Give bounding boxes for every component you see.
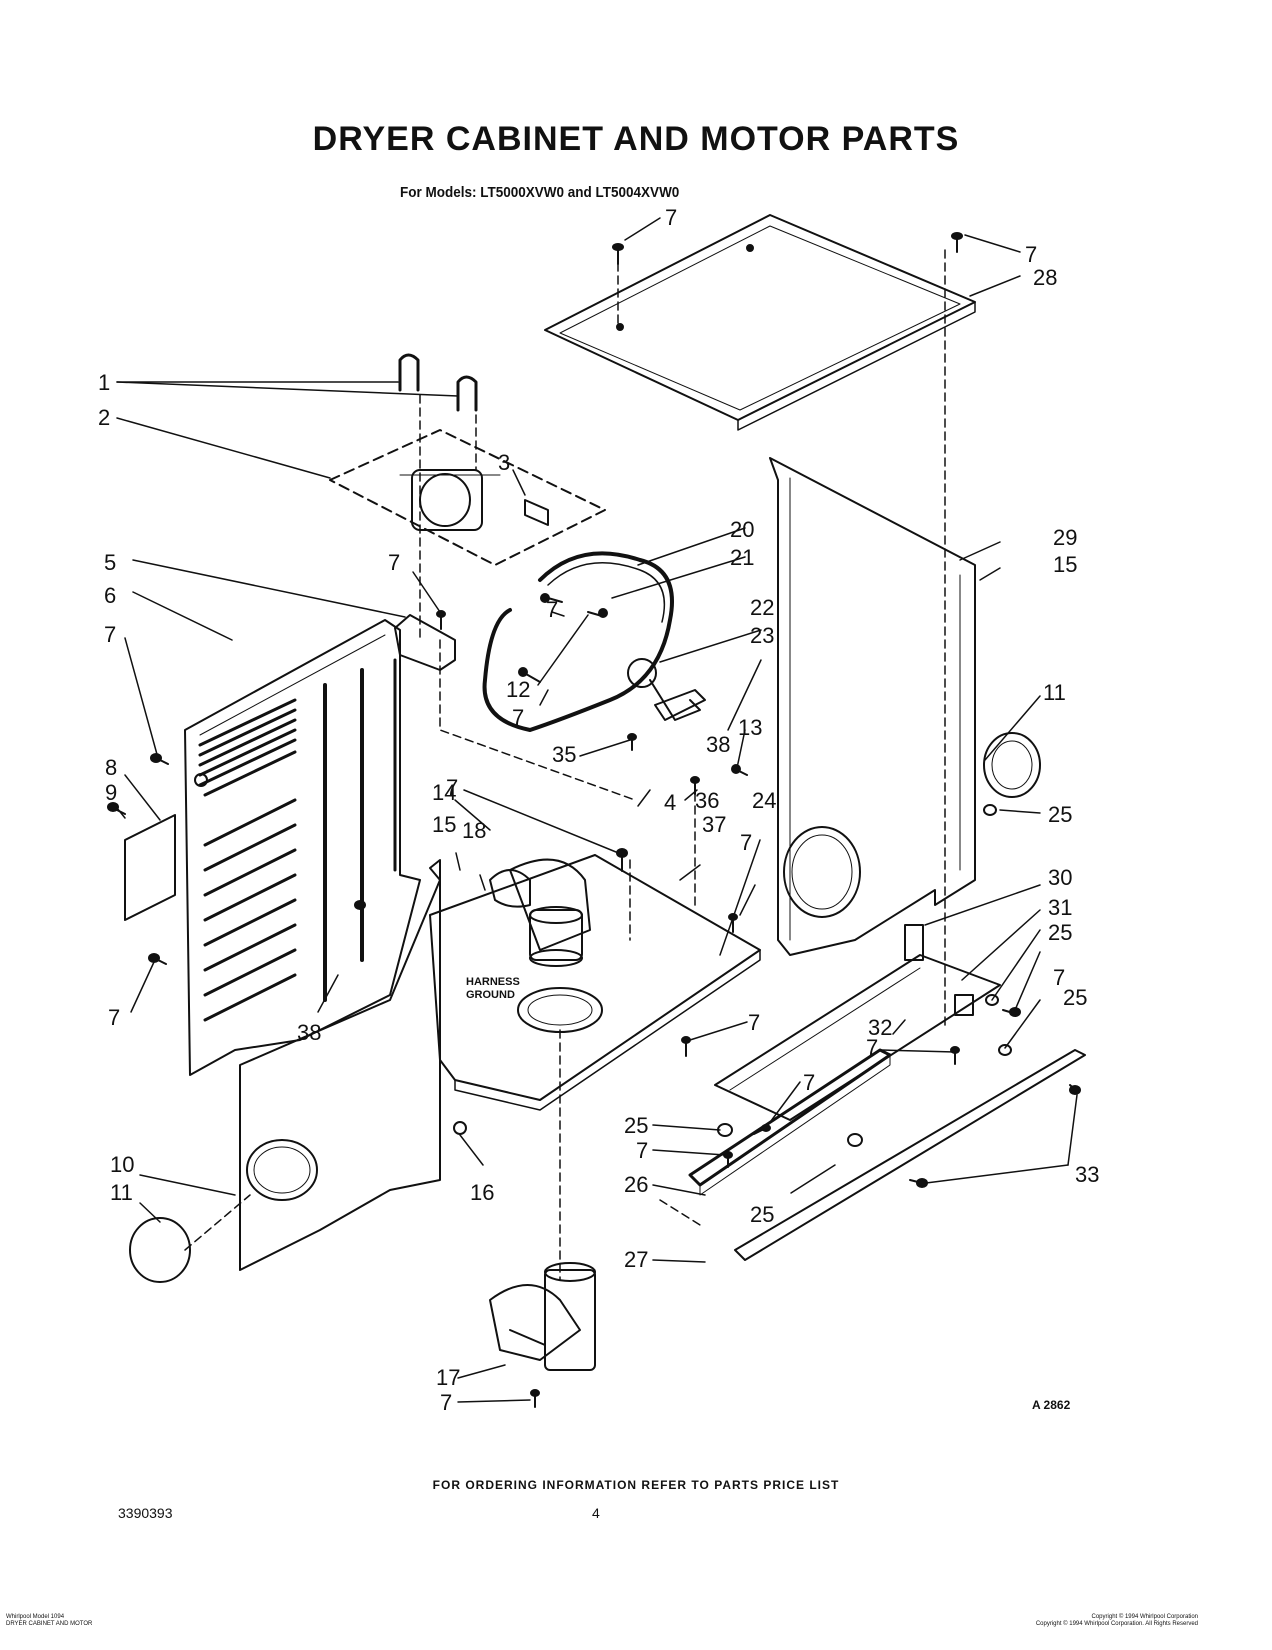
idler-arm xyxy=(654,689,706,721)
front-panel xyxy=(239,859,441,1271)
ordering-note: FOR ORDERING INFORMATION REFER TO PARTS … xyxy=(432,1478,840,1492)
motor xyxy=(411,469,483,531)
ground-label: GROUND xyxy=(466,989,515,1001)
models-subtitle: For Models: LT5000XVW0 and LT5004XVW0 xyxy=(400,184,680,201)
callout-7-f: 7 xyxy=(512,705,524,730)
harness-label: HARNESS xyxy=(466,976,520,988)
hole-cover-left xyxy=(129,1217,191,1283)
callout-32: 32 xyxy=(868,1015,892,1040)
hole-cover-right xyxy=(983,732,1041,798)
callout-7-h: 7 xyxy=(740,830,752,855)
callout-24: 24 xyxy=(752,788,776,813)
callout-35: 35 xyxy=(552,742,576,767)
callout-15-a: 15 xyxy=(432,812,456,837)
callout-7-n: 7 xyxy=(108,1005,120,1030)
callout-21: 21 xyxy=(730,545,754,570)
callout-33: 33 xyxy=(1075,1162,1099,1187)
callout-1: 1 xyxy=(98,370,110,395)
support-rail xyxy=(714,954,1001,1121)
callout-31: 31 xyxy=(1048,895,1072,920)
callout-16: 16 xyxy=(470,1180,494,1205)
access-panel xyxy=(124,814,176,921)
callout-7-j: 7 xyxy=(748,1010,760,1035)
top-panel-inner xyxy=(559,225,961,411)
callout-7-a: 7 xyxy=(104,622,116,647)
footer-right-line1: Copyright © 1994 Whirlpool Corporation xyxy=(1091,1614,1198,1620)
footer-left-line2: DRYER CABINET AND MOTOR xyxy=(6,1621,93,1627)
callout-11-a: 11 xyxy=(110,1180,133,1205)
page-title: DRYER CABINET AND MOTOR PARTS xyxy=(312,120,960,158)
document-number: 3390393 xyxy=(118,1505,173,1521)
callout-7-d: 7 xyxy=(388,550,400,575)
callout-18: 18 xyxy=(462,818,486,843)
callout-26: 26 xyxy=(624,1172,648,1197)
callout-23: 23 xyxy=(750,623,774,648)
callout-25-d: 25 xyxy=(624,1113,648,1138)
motor-bracket xyxy=(394,614,456,671)
right-panel-hole xyxy=(783,826,861,918)
callout-36: 36 xyxy=(695,788,719,813)
callout-30: 30 xyxy=(1048,865,1072,890)
footer-left-note: Whirlpool Model 1094 DRYER CABINET AND M… xyxy=(6,1614,92,1628)
callout-7-o: 7 xyxy=(440,1390,452,1415)
callout-15-b: 15 xyxy=(1053,552,1077,577)
motor-mount xyxy=(329,429,606,566)
exhaust-elbow xyxy=(489,1284,581,1361)
motor-clip xyxy=(524,499,549,526)
footer-left-line1: Whirlpool Model 1094 xyxy=(6,1614,65,1620)
callout-7-e: 7 xyxy=(546,597,558,622)
drive-belt xyxy=(482,551,674,732)
callout-25-b: 25 xyxy=(1048,920,1072,945)
callout-12: 12 xyxy=(506,677,530,702)
callout-13: 13 xyxy=(738,715,762,740)
callout-38-a: 38 xyxy=(706,732,730,757)
callout-37: 37 xyxy=(702,812,726,837)
callout-5: 5 xyxy=(104,550,116,575)
front-panel-hole xyxy=(246,1139,318,1201)
callout-7-c: 7 xyxy=(1025,242,1037,267)
callout-7-i: 7 xyxy=(1053,965,1065,990)
callout-38-b: 38 xyxy=(297,1020,321,1045)
callout-2: 2 xyxy=(98,405,110,430)
blower-duct xyxy=(509,858,591,951)
callout-7-k: 7 xyxy=(866,1035,878,1060)
callout-4: 4 xyxy=(664,790,676,815)
callout-14: 14 xyxy=(432,780,456,805)
toe-panel xyxy=(688,1048,892,1187)
callout-9: 9 xyxy=(105,780,117,805)
callout-28: 28 xyxy=(1033,265,1057,290)
callout-29: 29 xyxy=(1053,525,1077,550)
callout-25-e: 25 xyxy=(750,1202,774,1227)
callout-10: 10 xyxy=(110,1152,134,1177)
footer-right-note: Copyright © 1994 Whirlpool Corporation C… xyxy=(1036,1614,1198,1628)
top-panel xyxy=(544,214,976,421)
callout-7-g: 7 xyxy=(446,775,458,800)
callout-17: 17 xyxy=(436,1365,460,1390)
clip-1b xyxy=(456,375,478,412)
rear-panel xyxy=(184,619,421,1076)
clip-1a xyxy=(398,353,420,392)
page-number: 4 xyxy=(592,1505,600,1521)
callout-7-m: 7 xyxy=(636,1138,648,1163)
callout-7-l: 7 xyxy=(803,1070,815,1095)
callout-20: 20 xyxy=(730,517,754,542)
callout-27: 27 xyxy=(624,1247,648,1272)
callout-3: 3 xyxy=(498,450,510,475)
right-side-panel xyxy=(769,457,976,956)
footer-right-line2: Copyright © 1994 Whirlpool Corporation. … xyxy=(1035,1621,1198,1627)
idler-pulley xyxy=(627,658,657,688)
drawing-code: A 2862 xyxy=(1032,1398,1071,1412)
callout-25-c: 25 xyxy=(1063,985,1087,1010)
callout-11-b: 11 xyxy=(1043,680,1066,705)
callout-8: 8 xyxy=(105,755,117,780)
callout-25-a: 25 xyxy=(1048,802,1072,827)
callout-7-b: 7 xyxy=(665,205,677,230)
kick-panel xyxy=(734,1049,1086,1261)
callout-22: 22 xyxy=(750,595,774,620)
callout-6: 6 xyxy=(104,583,116,608)
